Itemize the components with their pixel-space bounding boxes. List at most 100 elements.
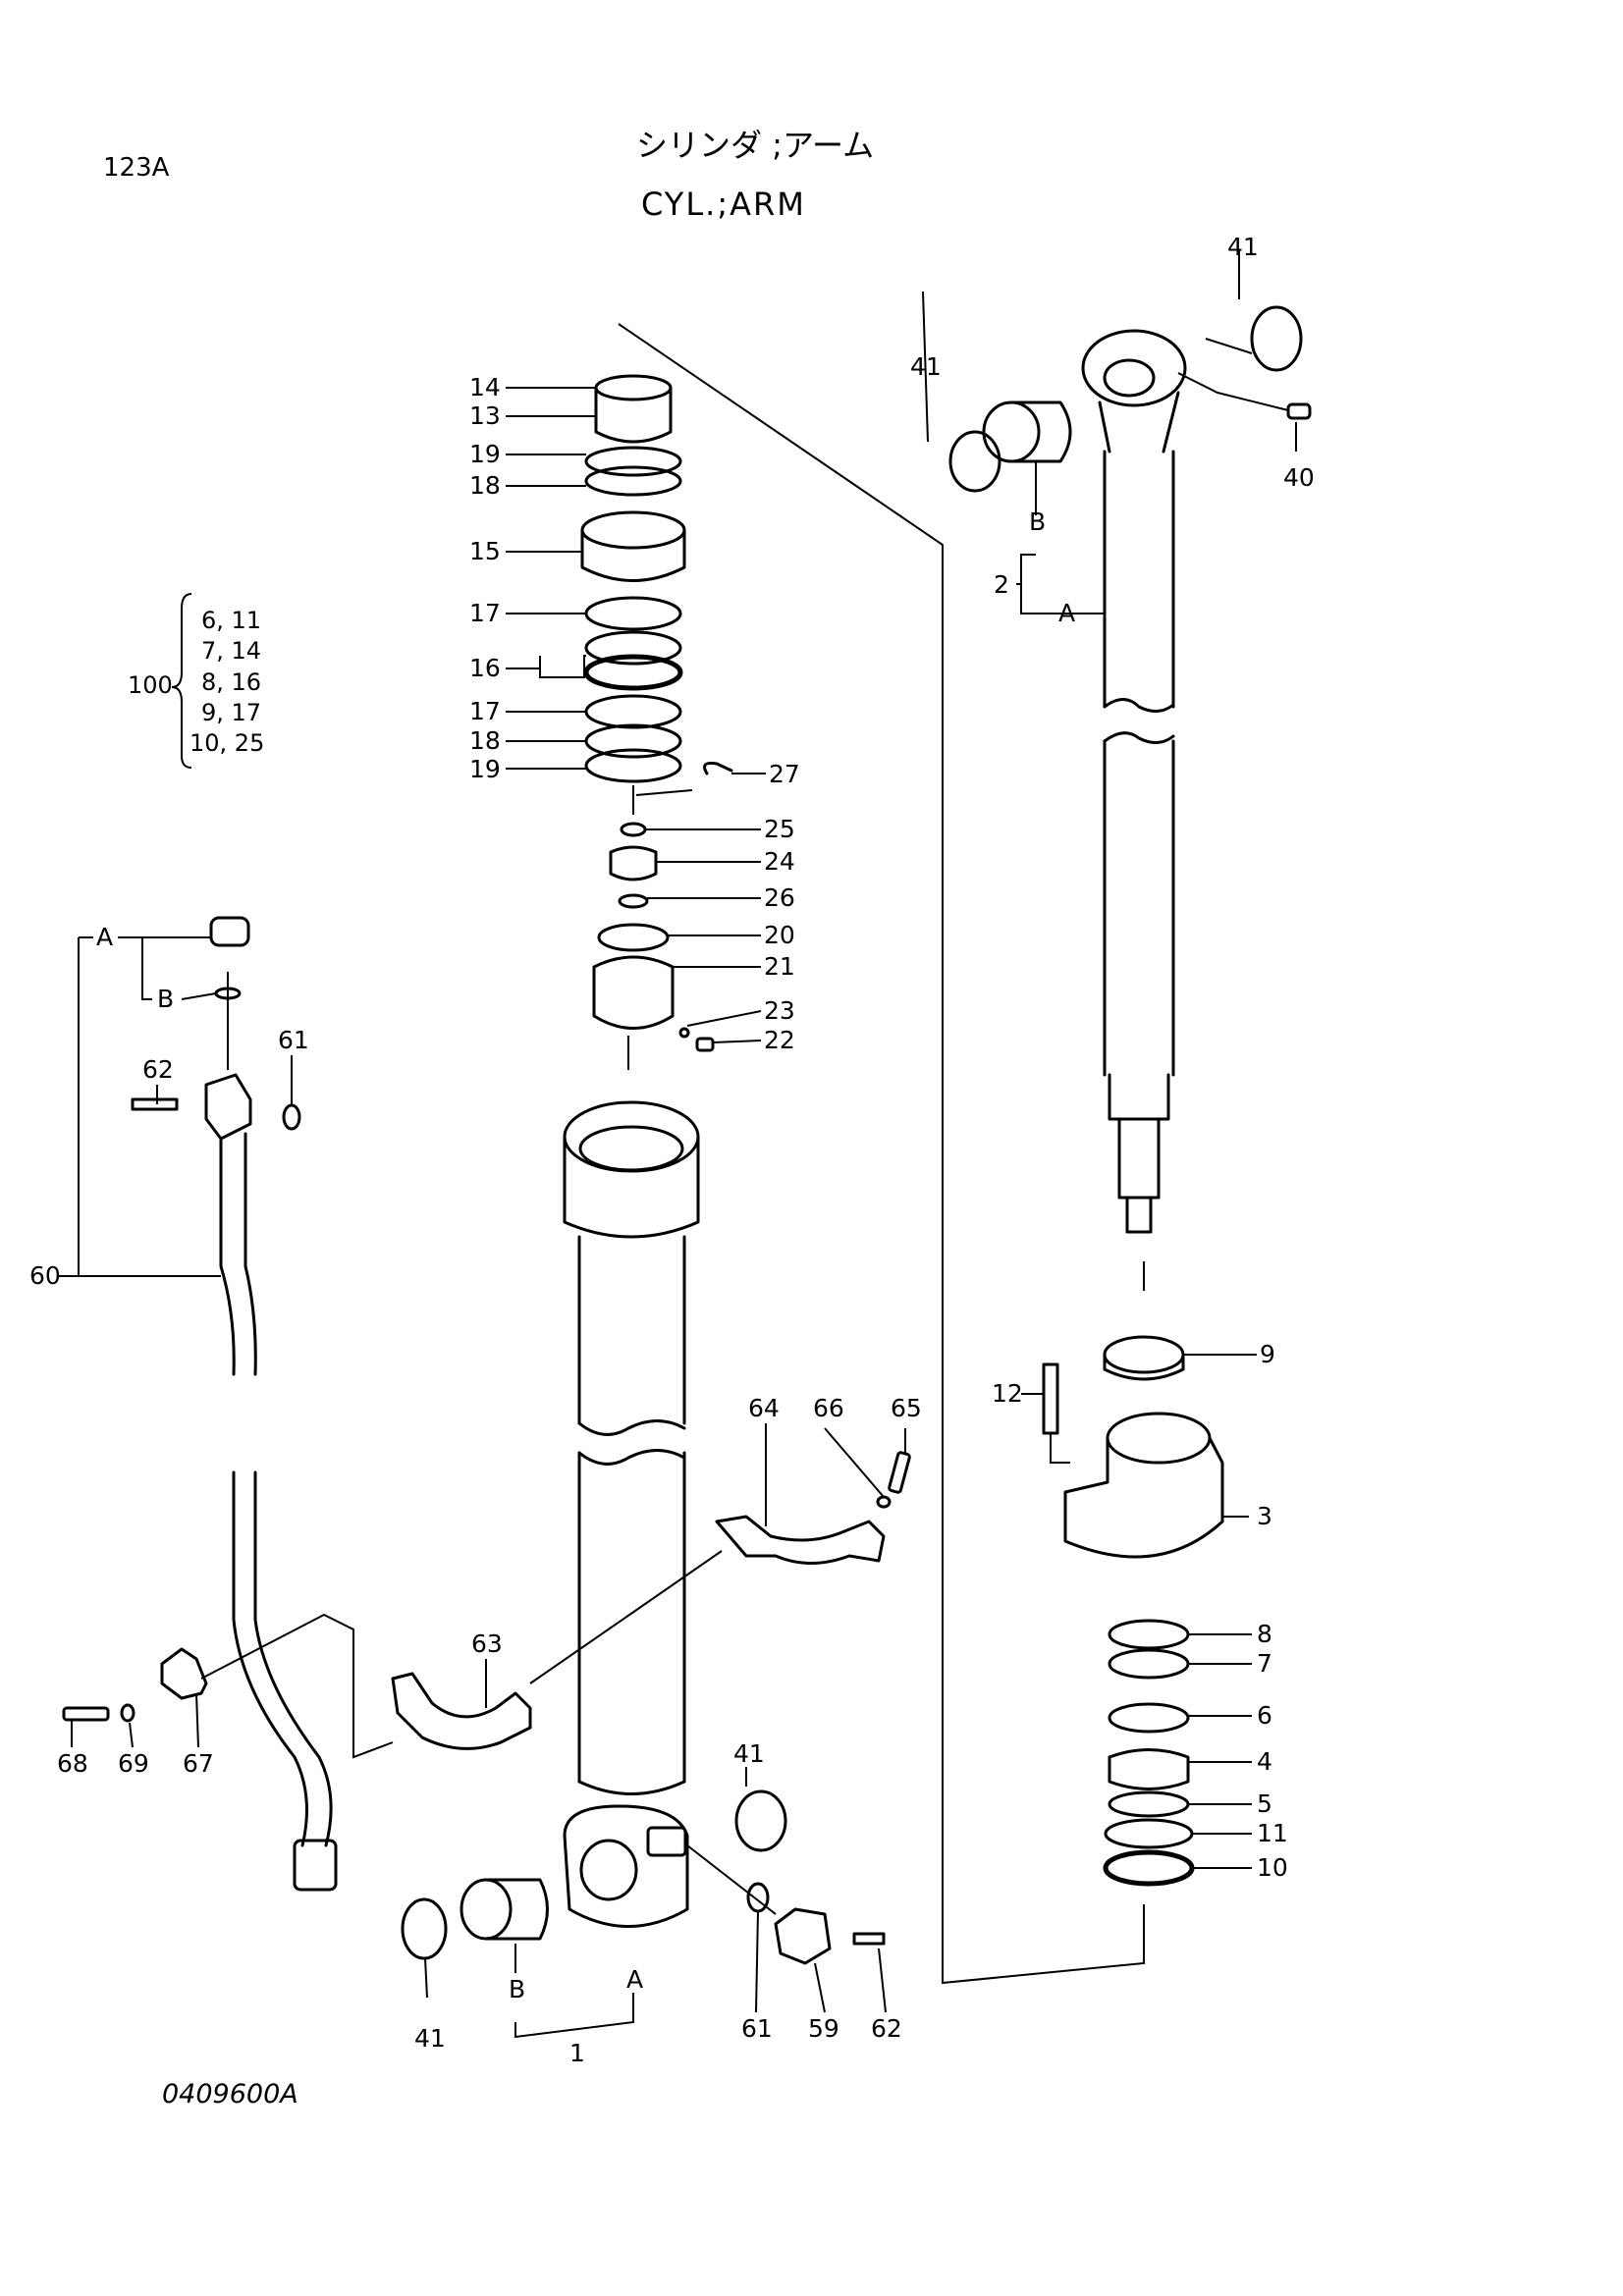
title-japanese: シリンダ ;アーム	[636, 127, 875, 164]
callout-64: 64	[748, 1394, 780, 1422]
callout-63: 63	[471, 1629, 503, 1658]
callout-labels: 14 13 19 18 15 17 16 17 18 19 27 25 24 2…	[29, 233, 1315, 2067]
washer-66	[876, 1495, 892, 1509]
callout-69: 69	[118, 1749, 149, 1778]
seal-16-a	[584, 630, 682, 666]
callout-21: 21	[764, 952, 795, 981]
callout-a-rod: A	[1058, 599, 1075, 627]
callout-60: 60	[29, 1261, 61, 1290]
callout-22: 22	[764, 1026, 795, 1054]
callout-62-bottom: 62	[871, 2014, 902, 2043]
ring-17-top	[584, 596, 682, 631]
drawing-number: 0409600A	[162, 2079, 298, 2109]
piston-rod-2	[1081, 329, 1187, 1234]
callout-3: 3	[1257, 1502, 1272, 1530]
ring-41-right	[1250, 305, 1303, 372]
title-english: CYL.;ARM	[641, 186, 806, 223]
ring-14	[594, 374, 673, 401]
callout-41-mid: 41	[733, 1739, 765, 1768]
callout-6: 6	[1257, 1701, 1272, 1730]
assembly-frame-lines	[618, 323, 1145, 1985]
callout-66: 66	[813, 1394, 844, 1422]
plug-a	[209, 916, 250, 947]
kit-number: 100	[128, 671, 173, 699]
clamp-64	[715, 1515, 886, 1565]
callout-20: 20	[764, 921, 795, 949]
clamp-hardware	[62, 1451, 911, 1759]
ring-41-bottom-left	[401, 1897, 448, 1960]
callout-41-bottom: 41	[414, 2024, 446, 2053]
ring-18-bottom	[584, 723, 682, 759]
callout-17: 17	[469, 599, 501, 627]
callout-65: 65	[891, 1394, 922, 1422]
callout-41-rod-left: 41	[910, 352, 942, 381]
callout-7: 7	[1257, 1649, 1272, 1678]
o-ring-10	[1103, 1849, 1195, 1887]
callout-40: 40	[1283, 463, 1315, 492]
callout-b-rod: B	[1029, 507, 1046, 536]
callout-25: 25	[764, 815, 795, 843]
callout-13: 13	[469, 401, 501, 430]
callout-4: 4	[1257, 1747, 1272, 1776]
ring-7	[1108, 1648, 1190, 1680]
piston-stack	[580, 374, 733, 1052]
callout-11: 11	[1257, 1819, 1288, 1847]
kit-pair-2: 7, 14	[201, 637, 261, 665]
callout-19: 19	[469, 440, 501, 468]
ring-19-bottom	[584, 748, 682, 783]
bolt-62-bottom	[852, 1932, 886, 1946]
ball-23	[678, 1027, 690, 1039]
callout-27: 27	[769, 760, 800, 788]
callout-a-cyl: A	[626, 1965, 643, 1994]
o-ring-20	[597, 923, 670, 952]
bushing-9	[1103, 1335, 1185, 1374]
bushing-b-bottom	[460, 1878, 513, 1941]
callout-8: 8	[1257, 1620, 1272, 1648]
bolt-65	[888, 1451, 911, 1494]
ring-26	[618, 893, 649, 909]
bolt-68	[62, 1706, 110, 1722]
callout-61-top: 61	[278, 1026, 309, 1054]
callout-5: 5	[1257, 1789, 1272, 1818]
callout-a-pipe: A	[96, 923, 113, 951]
bushing-13	[594, 386, 673, 444]
callout-9: 9	[1260, 1340, 1275, 1368]
nut-21	[592, 955, 675, 1030]
callout-16: 16	[469, 654, 501, 682]
callout-14: 14	[469, 373, 501, 401]
kit-list: 100 6, 11 7, 14 8, 16 9, 17 10, 25	[128, 607, 264, 757]
ring-18-top	[584, 465, 682, 497]
ring-41-left	[948, 430, 1001, 493]
cylinder-bottom-parts	[401, 1789, 886, 1965]
callout-12: 12	[992, 1379, 1023, 1408]
ring-19-top	[584, 446, 682, 477]
callout-41-rod-right: 41	[1227, 233, 1259, 261]
callout-24: 24	[764, 847, 795, 876]
collar-24	[609, 845, 658, 881]
kit-brace	[171, 593, 192, 769]
callout-1: 1	[569, 2039, 585, 2067]
stop-ring-27	[703, 762, 733, 775]
grease-fitting-40	[1286, 402, 1312, 420]
callout-2: 2	[994, 570, 1009, 599]
cylinder-head-3	[1106, 1412, 1212, 1465]
callout-62-top: 62	[142, 1055, 174, 1084]
kit-pair-4: 9, 17	[201, 699, 261, 726]
callout-18-b: 18	[469, 726, 501, 755]
callout-17-b: 17	[469, 697, 501, 725]
callout-10: 10	[1257, 1853, 1288, 1882]
piston-15	[580, 528, 686, 582]
ring-25	[620, 822, 647, 837]
kit-pair-5: 10, 25	[189, 729, 264, 757]
kit-pair-1: 6, 11	[201, 607, 261, 634]
ring-5	[1108, 1790, 1190, 1818]
seal-16-b	[583, 654, 683, 691]
callout-19-b: 19	[469, 755, 501, 783]
bushing-4	[1108, 1748, 1190, 1790]
bushing-b-top	[982, 400, 1041, 463]
washer-69	[120, 1703, 135, 1723]
ring-11	[1104, 1818, 1194, 1849]
callout-b-pipe: B	[157, 985, 174, 1013]
leader-lines	[59, 250, 1297, 2039]
